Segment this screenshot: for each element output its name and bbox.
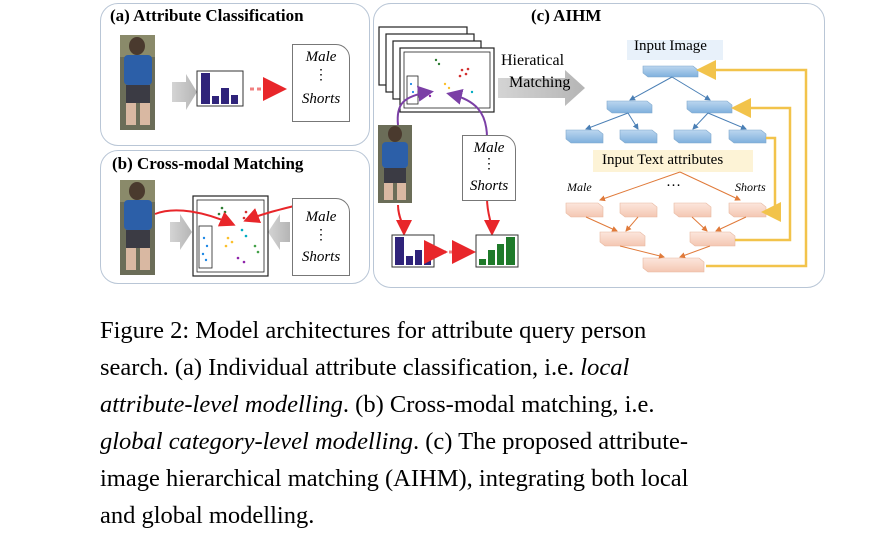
stacked-embedding-plots: [378, 26, 495, 113]
panel-c-title: (c) AIHM: [531, 6, 602, 25]
hierarchical-matching-line1: Hieratical: [501, 52, 565, 69]
caption-text: . (b) Cross-modal matching, i.e.: [342, 391, 655, 418]
attr-dots: ⋮: [314, 68, 328, 83]
attr-shorts-label: Shorts: [301, 249, 341, 265]
attr-dots: ⋮: [314, 228, 328, 243]
input-text-attributes-label: Input Text attributes: [602, 152, 724, 168]
caption-text: Figure 2: Model architectures for attrib…: [100, 317, 647, 344]
red-arrow-c-left: [395, 204, 412, 236]
red-arrow-b-right: [243, 205, 295, 223]
caption-line: global category-level modelling. (c) The…: [100, 423, 828, 460]
panel-c-histogram-navy: [391, 234, 435, 268]
panel-c-person-image: [378, 125, 412, 203]
caption-line: search. (a) Individual attribute classif…: [100, 349, 828, 386]
attr-ellipsis: …: [666, 174, 681, 190]
attr-male-label: Male: [305, 209, 337, 225]
grey-arrow-b-right: [268, 214, 290, 250]
panel-a-title: (a) Attribute Classification: [110, 6, 304, 25]
attr-male-label: Male: [305, 49, 337, 65]
gold-matching-arrows: [696, 60, 808, 268]
panel-a-person-image: [120, 35, 155, 130]
caption-line: attribute-level modelling. (b) Cross-mod…: [100, 386, 828, 423]
purple-arrow-right: [446, 89, 488, 139]
attr-shorts-label: Shorts: [469, 178, 509, 194]
attr-shorts-label: Shorts: [301, 91, 341, 107]
caption-text: image hierarchical matching (AIHM), inte…: [100, 465, 689, 492]
caption-line: image hierarchical matching (AIHM), inte…: [100, 460, 828, 497]
panel-b-embedding-plot: [192, 195, 269, 277]
panel-c-histogram-green: [475, 234, 519, 268]
panel-b-person-image: [120, 180, 155, 275]
caption-line: Figure 2: Model architectures for attrib…: [100, 312, 828, 349]
text-hierarchy: [565, 171, 767, 273]
red-arrow-b-left: [154, 209, 236, 227]
panel-c-attribute-doc: Male ⋮ Shorts: [462, 135, 516, 201]
attr-male-label: Male: [473, 140, 505, 156]
purple-arrow-left: [396, 85, 434, 126]
caption-italic: local: [580, 354, 630, 381]
figure-graphics: [120, 26, 808, 277]
panel-b-title: (b) Cross-modal Matching: [112, 154, 304, 173]
attr-dots: ⋮: [482, 157, 496, 172]
caption-italic: global category-level modelling: [100, 428, 413, 455]
red-arrow-c-right: [483, 197, 500, 236]
grey-arrow-c: [498, 70, 585, 106]
image-hierarchy: [565, 65, 767, 144]
figure-caption: Figure 2: Model architectures for attrib…: [100, 312, 828, 534]
attr-shorts-small: Shorts: [735, 180, 766, 194]
attr-male-small: Male: [567, 180, 592, 194]
panel-a-histogram: [196, 70, 244, 107]
input-image-label: Input Image: [634, 38, 707, 54]
caption-italic: attribute-level modelling: [100, 391, 343, 418]
grey-arrow-b-left: [170, 214, 192, 250]
hierarchical-matching-line2: Matching: [509, 74, 571, 91]
caption-text: search. (a) Individual attribute classif…: [100, 354, 581, 381]
panel-b-attribute-doc: Male ⋮ Shorts: [292, 198, 350, 276]
panel-a-attribute-doc: Male ⋮ Shorts: [292, 44, 350, 122]
grey-arrow-a: [172, 74, 197, 110]
caption-text: and global modelling.: [100, 502, 315, 529]
caption-line: and global modelling.: [100, 497, 828, 534]
caption-text: . (c) The proposed attribute-: [412, 428, 689, 455]
